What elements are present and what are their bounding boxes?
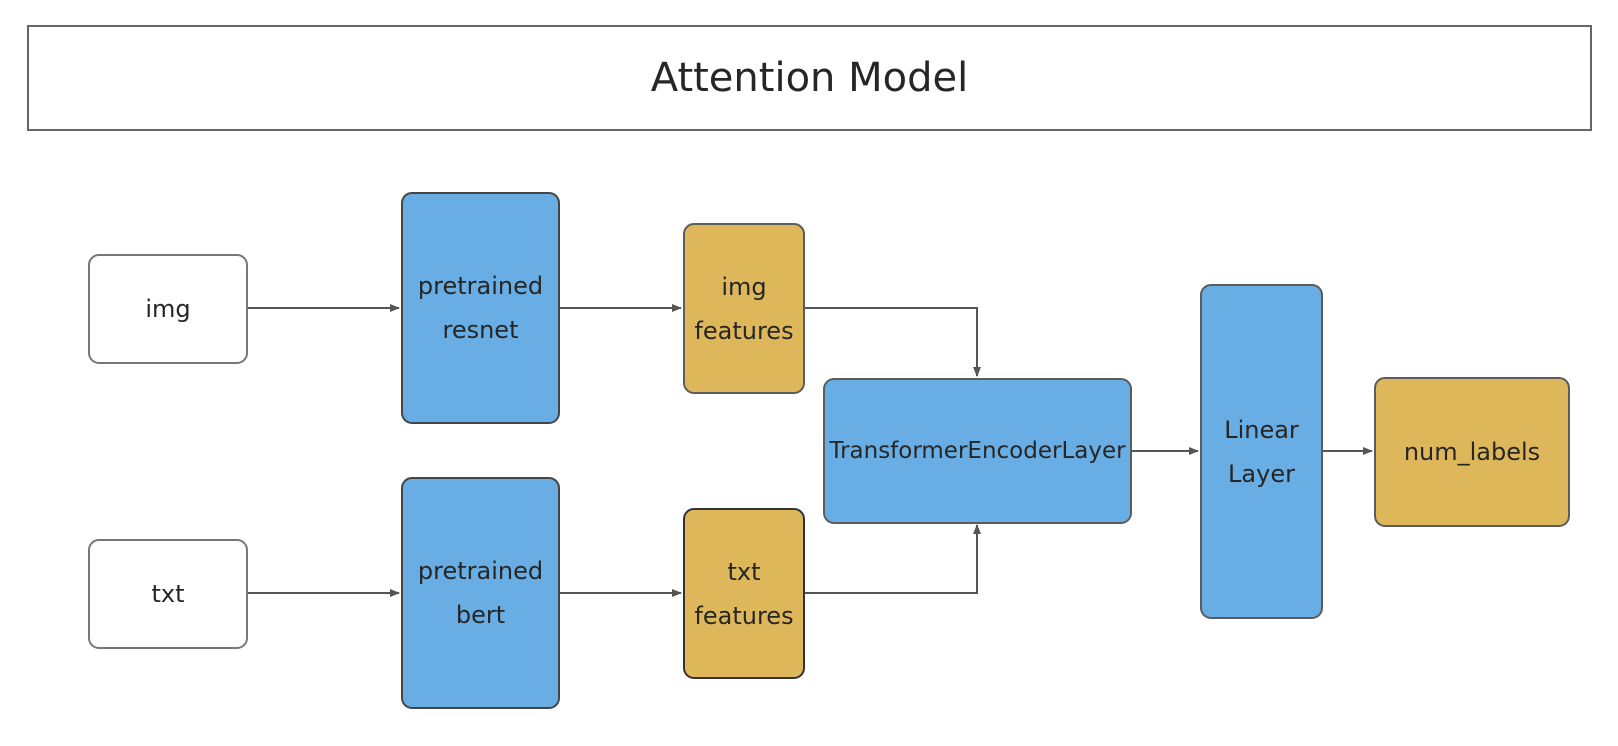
edge-img-features-to-transformer [805,307,981,377]
img-features-label-line-1: img [721,272,767,301]
bert-label-line-2: bert [455,601,506,629]
diagram-title-box: Attention Model [27,25,1592,131]
txt-features-label-line-2: features [694,601,794,630]
resnet-label-line-2: resnet [442,316,519,344]
img-input-node: img [88,254,248,364]
txt-features-label-line-1: txt [727,557,761,586]
transformer-label: TransformerEncoderLayer [829,438,1126,464]
linear-label-line-1: Linear [1224,415,1299,444]
pretrained-bert-node: pretrained bert [401,477,560,709]
edge-txt-features-to-transformer [805,524,981,594]
txt-input-label: txt [151,580,185,608]
img-features-node: img features [683,223,805,394]
linear-label-line-2: Layer [1228,459,1295,488]
img-input-label: img [145,295,191,323]
transformer-encoder-layer-node: TransformerEncoderLayer [823,378,1132,524]
bert-label-line-1: pretrained [417,557,544,585]
txt-features-node: txt features [683,508,805,679]
num-labels-output-node: num_labels [1374,377,1570,527]
linear-layer-node: Linear Layer [1200,284,1323,619]
txt-input-node: txt [88,539,248,649]
num-labels-label: num_labels [1403,438,1541,466]
diagram-title: Attention Model [650,55,969,101]
pretrained-resnet-node: pretrained resnet [401,192,560,424]
img-features-label-line-2: features [694,316,794,345]
resnet-label-line-1: pretrained [417,272,544,300]
